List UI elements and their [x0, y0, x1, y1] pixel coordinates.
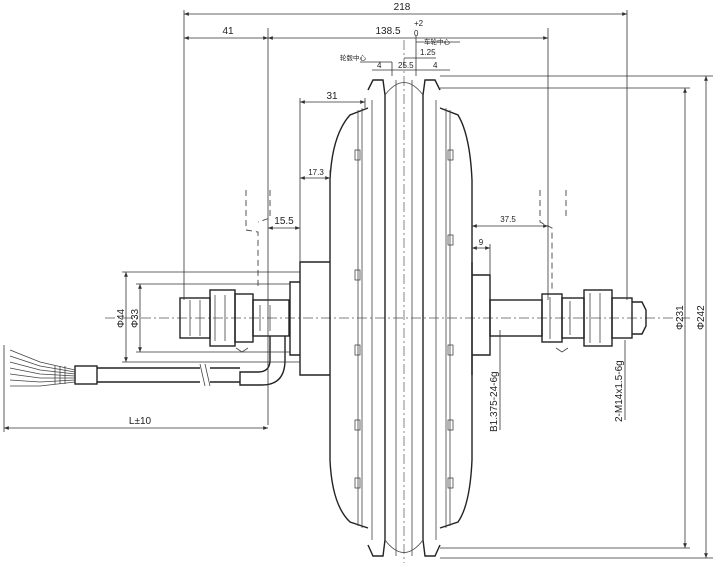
dim-cable-length: L±10: [3, 345, 268, 432]
dia-242-label: Φ242: [696, 305, 707, 330]
dim-37-5-label: 37.5: [500, 215, 516, 224]
dim-9: 9: [472, 238, 491, 275]
dim-37-5: 37.5: [472, 215, 548, 228]
thread-axle-label: 2-M14x1.5-6g: [614, 360, 625, 422]
dia-44-label: Φ44: [116, 308, 127, 328]
motor-housing: [289, 107, 491, 529]
dia-231-label: Φ231: [675, 305, 686, 330]
dim-138-5-tol-upper: +2: [414, 19, 424, 28]
wheel-center-label: 轮毂中心: [340, 53, 367, 62]
cable-length-label: L±10: [129, 416, 152, 427]
dim-rim-diameters: Φ231 Φ242: [440, 75, 713, 559]
rim-center-label: 车轮中心: [424, 37, 451, 46]
dim-axle-diameters: Φ44 Φ33: [116, 271, 300, 363]
dim-4a-label: 4: [377, 61, 382, 70]
right-axle-assembly: [489, 289, 647, 347]
dia-33-label: Φ33: [130, 308, 141, 328]
dim-4b-label: 4: [433, 61, 438, 70]
dim-138-5-label: 138.5: [375, 26, 400, 37]
dim-center-labels: 车轮中心 1.25 轮毂中心 4 25.5 4: [340, 36, 460, 76]
dim-218-label: 218: [394, 2, 411, 13]
dim-31-label: 31: [326, 91, 338, 102]
dim-left-offset: 41: [184, 26, 269, 425]
wheel-rim: [367, 79, 441, 557]
dim-overall-width: 218: [183, 2, 628, 300]
dropout-outlines: [235, 190, 569, 353]
dim-25-5-label: 25.5: [398, 61, 414, 70]
dim-17-3: 17.3: [300, 168, 331, 180]
dim-31: 31: [299, 91, 366, 262]
dim-1-25-label: 1.25: [420, 48, 436, 57]
thread-freewheel-label: B1.375-24-6g: [489, 371, 500, 432]
dim-15-5: 15.5: [268, 216, 300, 230]
dim-41-label: 41: [222, 26, 234, 37]
dim-138-5-tol-lower: 0: [414, 29, 419, 38]
dim-15-5-label: 15.5: [274, 216, 294, 227]
left-axle-assembly: [179, 289, 290, 386]
dim-9-label: 9: [479, 238, 484, 247]
thread-callouts: B1.375-24-6g 2-M14x1.5-6g: [489, 330, 626, 432]
centerlines: [105, 40, 690, 563]
dim-17-3-label: 17.3: [308, 168, 324, 177]
dim-rim-width: 138.5 +2 0: [268, 19, 549, 300]
motor-cable: [9, 349, 240, 387]
